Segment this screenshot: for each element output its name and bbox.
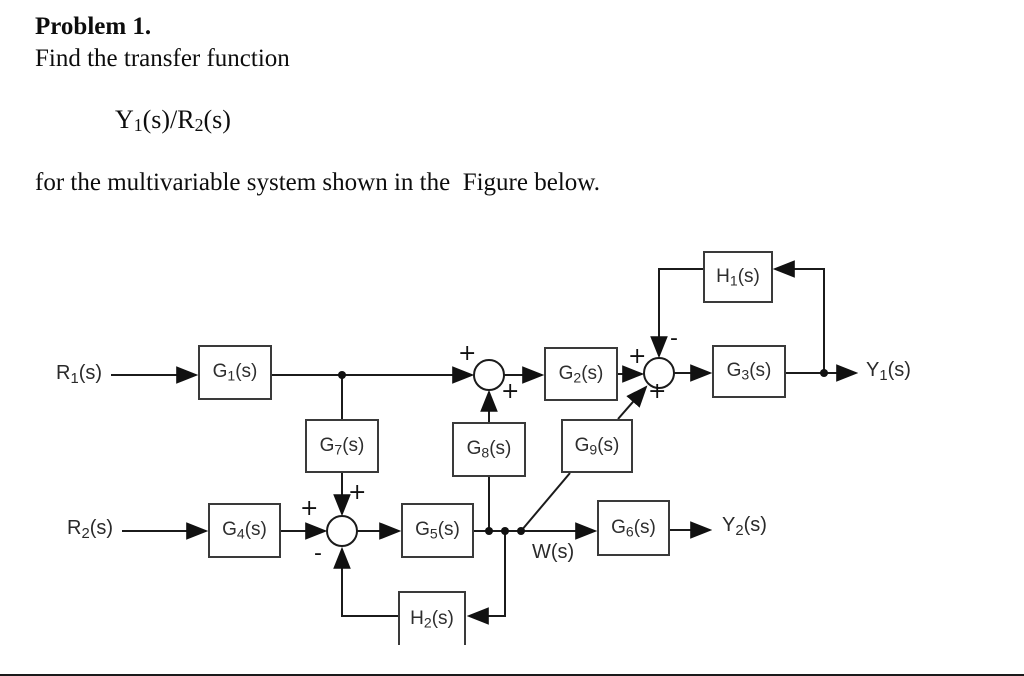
block-g7-label: G7(s) [319, 434, 365, 458]
block-g1-label: G1(s) [212, 361, 258, 384]
summing-junction-1 [473, 359, 505, 391]
sum2-sign-top: - [670, 326, 678, 351]
block-g4: G4(s) [208, 503, 281, 558]
takeoff-w-to-h2 [501, 527, 509, 535]
block-h2-label: H2(s) [410, 607, 454, 631]
sum2-sign-left: + [628, 344, 647, 369]
signal-y2: Y2(s) [722, 514, 767, 539]
line-w-to-g9 [520, 472, 571, 532]
block-g3: G3(s) [712, 345, 786, 398]
signal-r1: R1(s) [56, 362, 103, 387]
sum3-sign-left: + [300, 496, 319, 521]
block-g4-label: G4(s) [222, 519, 267, 542]
takeoff-y1-feedback [820, 369, 828, 377]
problem-intro: Find the transfer function [35, 45, 290, 72]
block-h2: H2(s) [398, 591, 466, 645]
line-h2-to-sum3 [333, 546, 398, 617]
block-g2-label: G2(s) [558, 362, 604, 386]
sum3-sign-bottom: - [314, 541, 322, 566]
block-g9-label: G9(s) [574, 434, 620, 458]
block-g1: G1(s) [198, 345, 272, 400]
line-g9-to-sum2 [617, 385, 648, 420]
transfer-function-formula: Y1(s)/R2(s) [115, 105, 231, 136]
block-g6: G6(s) [597, 500, 670, 556]
block-g2: G2(s) [544, 347, 618, 401]
takeoff-points [338, 369, 828, 535]
signal-lines [111, 260, 859, 625]
signal-r2: R2(s) [67, 517, 114, 542]
block-g9: G9(s) [561, 419, 633, 473]
block-g5-label: G5(s) [415, 519, 460, 542]
page-bottom-edge [0, 674, 1024, 676]
block-h1: H1(s) [703, 251, 773, 303]
line-y1-takeoff-up [772, 260, 825, 373]
sum2-sign-bottom: + [648, 379, 667, 404]
takeoff-w-to-g8 [485, 527, 493, 535]
block-g8: G8(s) [452, 422, 526, 477]
problem-title: Problem 1. [35, 13, 152, 40]
line-h1-to-sum2 [650, 268, 703, 359]
line-w-to-h2 [466, 531, 506, 625]
problem-body: for the multivariable system shown in th… [35, 169, 600, 196]
sum1-sign-bottom: + [501, 379, 520, 404]
sum3-sign-top: + [348, 480, 367, 505]
signal-y1: Y1(s) [866, 359, 911, 384]
block-g6-label: G6(s) [611, 516, 656, 540]
takeoff-w-to-g9 [517, 527, 525, 535]
block-g8-label: G8(s) [466, 438, 512, 461]
block-h1-label: H1(s) [716, 265, 760, 289]
sum1-sign-left: + [458, 341, 477, 366]
summing-junction-3 [326, 515, 358, 547]
block-g7: G7(s) [305, 419, 379, 473]
block-g5: G5(s) [401, 503, 474, 558]
block-g3-label: G3(s) [726, 360, 772, 383]
takeoff-g1-output [338, 371, 346, 379]
signal-w: W(s) [532, 541, 575, 563]
